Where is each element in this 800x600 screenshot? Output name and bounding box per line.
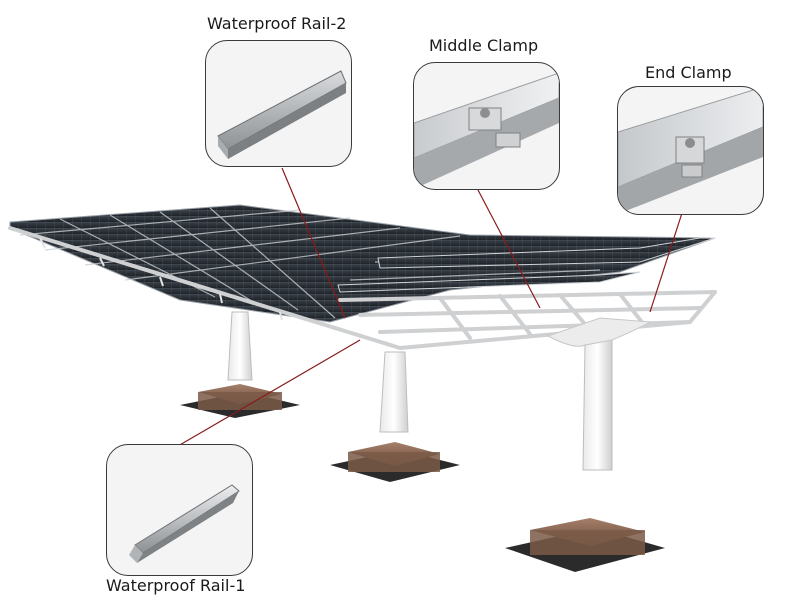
middle-clamp-detail-icon: [414, 72, 559, 189]
label-waterproof-rail-1: Waterproof Rail-1: [106, 576, 246, 595]
inset-waterproof-rail-1: [106, 444, 253, 576]
label-end-clamp: End Clamp: [645, 63, 732, 82]
inset-waterproof-rail-2: [205, 40, 352, 167]
waterproof-rail-1-profile-icon: [129, 484, 240, 563]
inset-end-clamp: [617, 86, 764, 215]
end-clamp-detail-icon: [618, 87, 763, 214]
solar-panel-array: [9, 204, 716, 323]
waterproof-rail-2-profile-icon: [217, 70, 347, 159]
concrete-footings: [180, 384, 665, 572]
inset-middle-clamp: [413, 62, 560, 190]
aluminum-frame: [8, 226, 717, 350]
label-middle-clamp: Middle Clamp: [429, 36, 539, 55]
leader-lines: [177, 167, 683, 447]
label-waterproof-rail-2: Waterproof Rail-2: [207, 14, 347, 33]
support-posts: [227, 311, 652, 471]
